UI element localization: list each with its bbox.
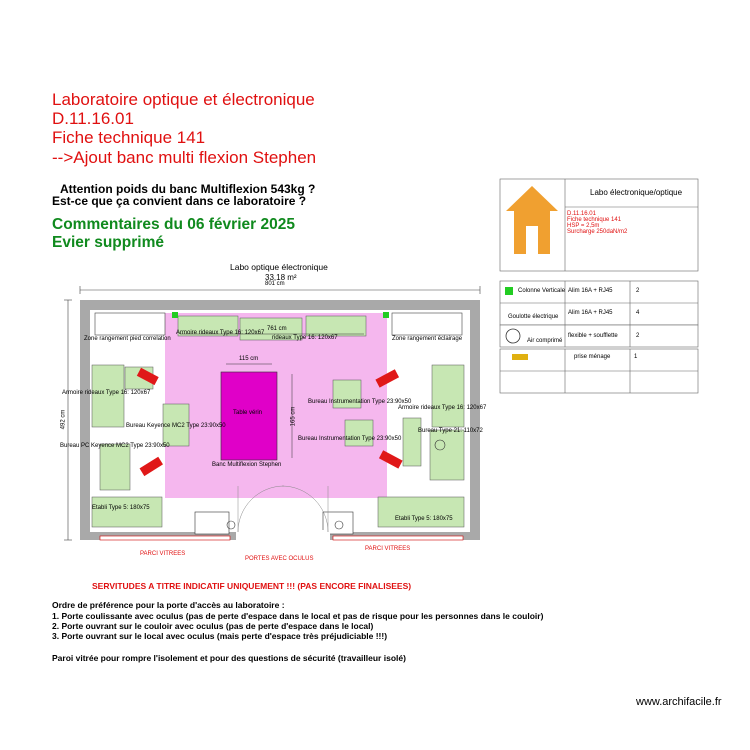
- armoire-left: [91, 364, 125, 428]
- parois-right-label: PARCI VITREES: [365, 546, 411, 552]
- bureau-pc-label: Bureau PC Keyence MC2 Type 23:90x50: [60, 443, 170, 449]
- watermark: www.archifacile.fr: [636, 696, 722, 708]
- bureau-keyence-mc2: [162, 403, 190, 447]
- armoire-top-right: [305, 315, 367, 337]
- etabli-left-label: Etabli Type 5: 180x75: [92, 505, 150, 511]
- order-line-3: 2. Porte ouvrant sur le couloir avec ocu…: [52, 621, 374, 631]
- column-icon: [383, 312, 389, 318]
- legend-detail-1: D.11.16.01: [567, 211, 596, 217]
- etabli-left: [91, 496, 163, 528]
- legend-rows: [499, 280, 699, 394]
- bureau-instru-2: [344, 419, 374, 447]
- bureau-keyence-label: Bureau Keyence MC2 Type 23:90x50: [126, 423, 226, 429]
- legend-row1-desc: Alim 16A + RJ45: [568, 288, 613, 294]
- paroi-note: Paroi vitrée pour rompre l'isolement et …: [52, 653, 406, 663]
- bureau-21-return: [402, 417, 422, 467]
- comment-line-2: Evier supprimé: [52, 234, 164, 251]
- legend-row1-label: Colonne Verticale: [518, 288, 566, 294]
- height-dim-label: 492 cm: [60, 409, 67, 430]
- legend-row2-qty: 4: [636, 310, 640, 316]
- legend-detail-2: Fiche technique 141: [567, 217, 622, 223]
- legend-row1-sub: Goulotte électrique: [508, 314, 559, 320]
- width-dimension: [79, 286, 481, 294]
- bureau-pc-keyence-2: [99, 443, 131, 491]
- glass-wall-left: [99, 535, 231, 541]
- zone-right-label: Zone rangement éclairage: [392, 336, 463, 342]
- title-line-3: Fiche technique 141: [52, 128, 206, 147]
- armoire-top-left-label: Armoire rideaux Type 16: 120x67: [176, 330, 265, 336]
- house-icon: [506, 186, 558, 254]
- order-line-1: Ordre de préférence pour la porte d'accè…: [52, 600, 285, 610]
- bureau-21-label: Bureau Type 21: 110x72: [418, 428, 483, 434]
- table-verin-label: Table vérin: [233, 410, 263, 416]
- bench-width-label: 115 cm: [239, 356, 259, 362]
- armoire-top-left: [177, 315, 239, 337]
- legend-row1-qty: 2: [636, 288, 640, 294]
- width-dim-label: 801 cm: [265, 281, 285, 287]
- bureau-instru-1-label: Bureau Instrumentation Type 23:90x50: [308, 399, 412, 405]
- air-icon: [334, 520, 344, 530]
- title-line-1: Laboratoire optique et électronique: [52, 90, 315, 109]
- door-opening: [236, 530, 330, 540]
- warning-line-2: Est-ce que ça convient dans ce laboratoi…: [52, 194, 307, 208]
- armoire-top-mid: [239, 317, 303, 341]
- legend-detail-3: HSP = 2,5m: [567, 223, 600, 229]
- etabli-right-label: Etabli Type 5: 180x75: [395, 516, 453, 522]
- servitudes-note: SERVITUDES A TITRE INDICATIF UNIQUEMENT …: [92, 581, 412, 591]
- bench-height-label: 165 cm: [290, 406, 297, 427]
- column-icon: [172, 312, 178, 318]
- room-name: Labo optique électronique: [230, 262, 328, 272]
- air-icon: [226, 520, 236, 530]
- bureau-21: [429, 429, 465, 481]
- legend-row2-desc: Alim 16A + RJ45: [568, 310, 613, 316]
- portes-label: PORTES AVEC OCULUS: [245, 556, 314, 562]
- door-icon: [526, 226, 538, 254]
- legend-row4-qty: 1: [634, 354, 638, 360]
- parois-left-label: PARCI VITREES: [140, 551, 186, 557]
- legend-row4-desc: prise ménage: [574, 354, 611, 360]
- legend-box: [499, 178, 699, 272]
- warning-line-1: Attention poids du banc Multiflexion 543…: [60, 182, 316, 196]
- glass-wall-right: [332, 535, 464, 541]
- bureau-instru-2-label: Bureau Instrumentation Type 23:90x50: [298, 436, 402, 442]
- order-line-2: 1. Porte coulissante avec oculus (pas de…: [52, 611, 544, 621]
- title-line-2: D.11.16.01: [52, 109, 134, 128]
- zone-left-label: Zone rangement pied correlation: [84, 336, 171, 342]
- zone-right-box: [391, 312, 463, 336]
- banc-label: Banc Multiflexion Stephen: [212, 462, 282, 468]
- zone-left-box: [94, 312, 166, 336]
- legend-detail-4: Surcharge 250daN/m2: [567, 229, 628, 235]
- order-line-4: 3. Porte ouvrant sur le local avec oculu…: [52, 631, 388, 641]
- legend-row3-label: Air comprimé: [527, 338, 563, 344]
- armoire-right-label: Armoire rideaux Type 16: 120x67: [398, 405, 487, 411]
- etabli-right: [377, 496, 465, 528]
- red-equipment-group: [136, 367, 403, 477]
- armoire-left-label: Armoire rideaux Type 16: 120x67: [62, 390, 151, 396]
- comment-line-1: Commentaires du 06 février 2025: [52, 216, 295, 233]
- height-dimension: [64, 299, 72, 541]
- room-area: 33,18 m²: [265, 273, 297, 282]
- armoire-right: [431, 364, 465, 428]
- title-line-4: -->Ajout banc multi flexion Stephen: [52, 148, 317, 167]
- table-width-label: 761 cm: [267, 326, 287, 332]
- legend-row3-desc: flexible + soufflette: [568, 333, 618, 339]
- outlet-icon: [512, 354, 528, 360]
- bureau-instru-1: [332, 379, 362, 409]
- armoire-top-mid-label: rideaux Type 16: 120x67: [272, 335, 338, 341]
- legend-row3-qty: 2: [636, 333, 640, 339]
- legend-title: Labo électronique/optique: [590, 188, 683, 197]
- banc-multiflexion: [220, 371, 278, 461]
